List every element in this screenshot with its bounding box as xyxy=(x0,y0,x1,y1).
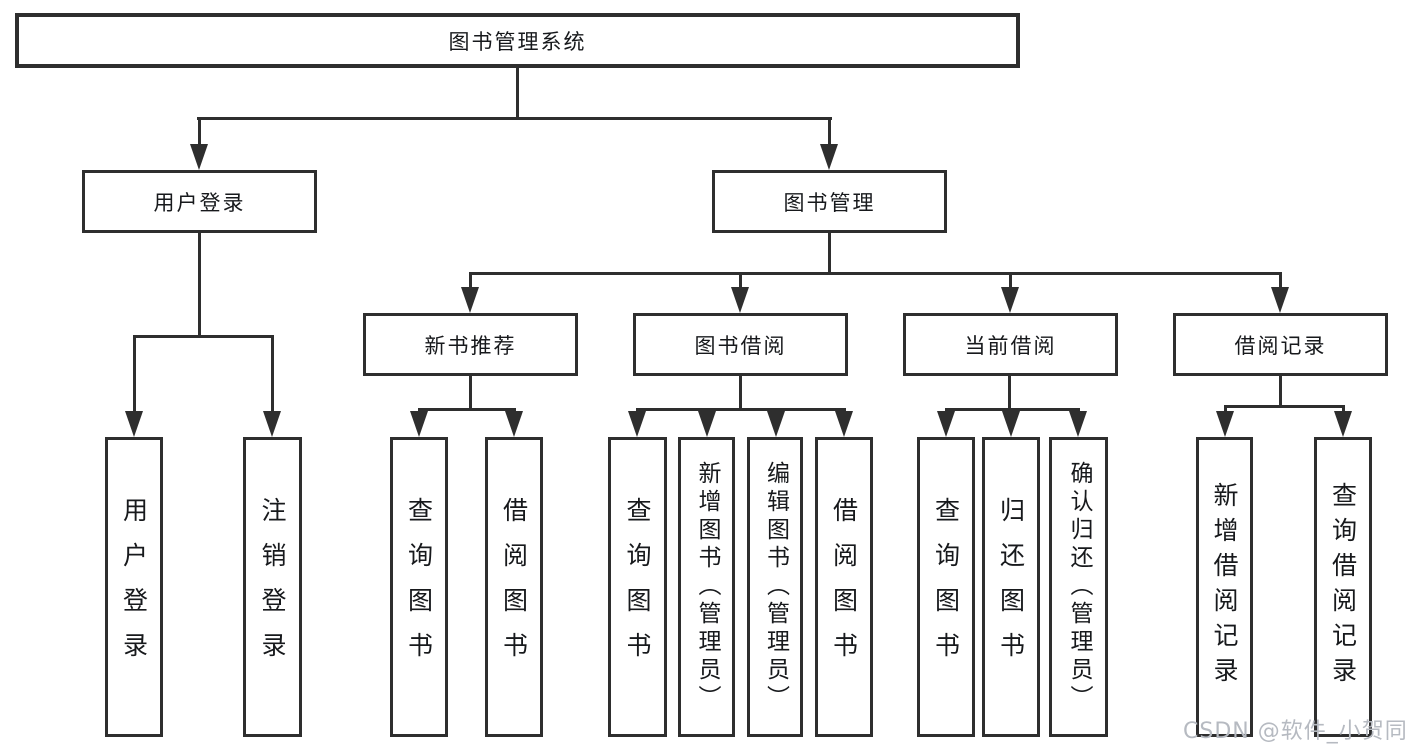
connector-hline xyxy=(469,272,1282,275)
leaf-add-books-admin: 新增图书（管理员） xyxy=(678,437,735,737)
leaf-label: 借阅图书 xyxy=(829,497,859,677)
leaf-borrow-books: 借阅图书 xyxy=(815,437,873,737)
leaf-borrow-books-recommend: 借阅图书 xyxy=(485,437,543,737)
connector-vline xyxy=(739,376,742,410)
leaf-query-books: 查询图书 xyxy=(608,437,667,737)
node-label: 借阅记录 xyxy=(1234,333,1327,358)
connector-vline xyxy=(1008,376,1011,410)
connector-vline xyxy=(1342,405,1345,416)
node-user-login: 用户登录 xyxy=(82,170,317,233)
connector-vline xyxy=(1279,376,1282,407)
connector-vline xyxy=(198,117,201,146)
node-label: 图书管理系统 xyxy=(448,29,587,54)
arrow-down-icon xyxy=(190,144,208,170)
leaf-label: 注销登录 xyxy=(258,497,287,677)
leaf-confirm-return-admin: 确认归还（管理员） xyxy=(1049,437,1108,737)
leaf-label: 查询图书 xyxy=(931,497,961,677)
arrow-down-icon xyxy=(1334,411,1352,437)
leaf-query-books-recommend: 查询图书 xyxy=(390,437,448,737)
node-system-root: 图书管理系统 xyxy=(15,13,1020,68)
arrow-down-icon xyxy=(731,287,749,313)
connector-vline xyxy=(469,272,472,289)
node-label: 当前借阅 xyxy=(964,333,1057,358)
leaf-label: 新增借阅记录 xyxy=(1210,482,1239,692)
leaf-label: 查询图书 xyxy=(623,497,652,677)
connector-vline xyxy=(198,233,201,337)
node-label: 用户登录 xyxy=(153,190,246,215)
arrow-down-icon xyxy=(263,411,281,437)
connector-vline xyxy=(1279,272,1282,289)
leaf-label: 借阅图书 xyxy=(499,497,529,677)
connector-vline xyxy=(1009,272,1012,289)
arrow-down-icon xyxy=(1001,287,1019,313)
node-current-borrow: 当前借阅 xyxy=(903,313,1118,376)
leaf-add-borrow-record: 新增借阅记录 xyxy=(1196,437,1253,737)
connector-vline xyxy=(828,117,831,146)
arrow-down-icon xyxy=(1216,411,1234,437)
leaf-logout: 注销登录 xyxy=(243,437,302,737)
arrow-down-icon xyxy=(1069,411,1087,437)
node-book-borrow: 图书借阅 xyxy=(633,313,848,376)
node-new-book-recommend: 新书推荐 xyxy=(363,313,578,376)
connector-hline xyxy=(133,335,274,338)
node-label: 图书管理 xyxy=(783,190,876,215)
node-label: 图书借阅 xyxy=(694,333,787,358)
leaf-label: 用户登录 xyxy=(119,497,149,677)
arrow-down-icon xyxy=(410,411,428,437)
connector-vline xyxy=(271,335,274,413)
leaf-user-login: 用户登录 xyxy=(105,437,163,737)
leaf-return-books: 归还图书 xyxy=(982,437,1040,737)
node-label: 新书推荐 xyxy=(424,333,517,358)
arrow-down-icon xyxy=(461,287,479,313)
leaf-query-borrow-record: 查询借阅记录 xyxy=(1314,437,1372,737)
leaf-label: 归还图书 xyxy=(996,497,1026,677)
arrow-down-icon xyxy=(505,411,523,437)
arrow-down-icon xyxy=(628,411,646,437)
connector-vline xyxy=(516,66,519,120)
leaf-label: 编辑图书（管理员） xyxy=(762,461,789,713)
leaf-label: 新增图书（管理员） xyxy=(694,461,720,713)
connector-vline xyxy=(739,272,742,289)
connector-hline xyxy=(197,117,832,120)
node-borrow-record: 借阅记录 xyxy=(1173,313,1388,376)
connector-vline xyxy=(828,233,831,275)
arrow-down-icon xyxy=(937,411,955,437)
leaf-query-books-current: 查询图书 xyxy=(917,437,975,737)
leaf-label: 确认归还（管理员） xyxy=(1066,461,1092,713)
arrow-down-icon xyxy=(820,144,838,170)
leaf-edit-books-admin: 编辑图书（管理员） xyxy=(747,437,803,737)
arrow-down-icon xyxy=(835,411,853,437)
connector-vline xyxy=(133,335,136,413)
arrow-down-icon xyxy=(125,411,143,437)
connector-vline xyxy=(469,376,472,410)
leaf-label: 查询借阅记录 xyxy=(1328,482,1358,692)
leaf-label: 查询图书 xyxy=(404,497,434,677)
connector-vline xyxy=(1224,405,1227,416)
arrow-down-icon xyxy=(767,411,785,437)
node-book-mgmt: 图书管理 xyxy=(712,170,947,233)
csdn-watermark: CSDN @软件_小贺同学 xyxy=(1183,719,1405,744)
arrow-down-icon xyxy=(1002,411,1020,437)
connector-hline xyxy=(1224,405,1344,408)
arrow-down-icon xyxy=(698,411,716,437)
connector-hline xyxy=(636,408,845,411)
arrow-down-icon xyxy=(1271,287,1289,313)
connector-hline xyxy=(418,408,515,411)
